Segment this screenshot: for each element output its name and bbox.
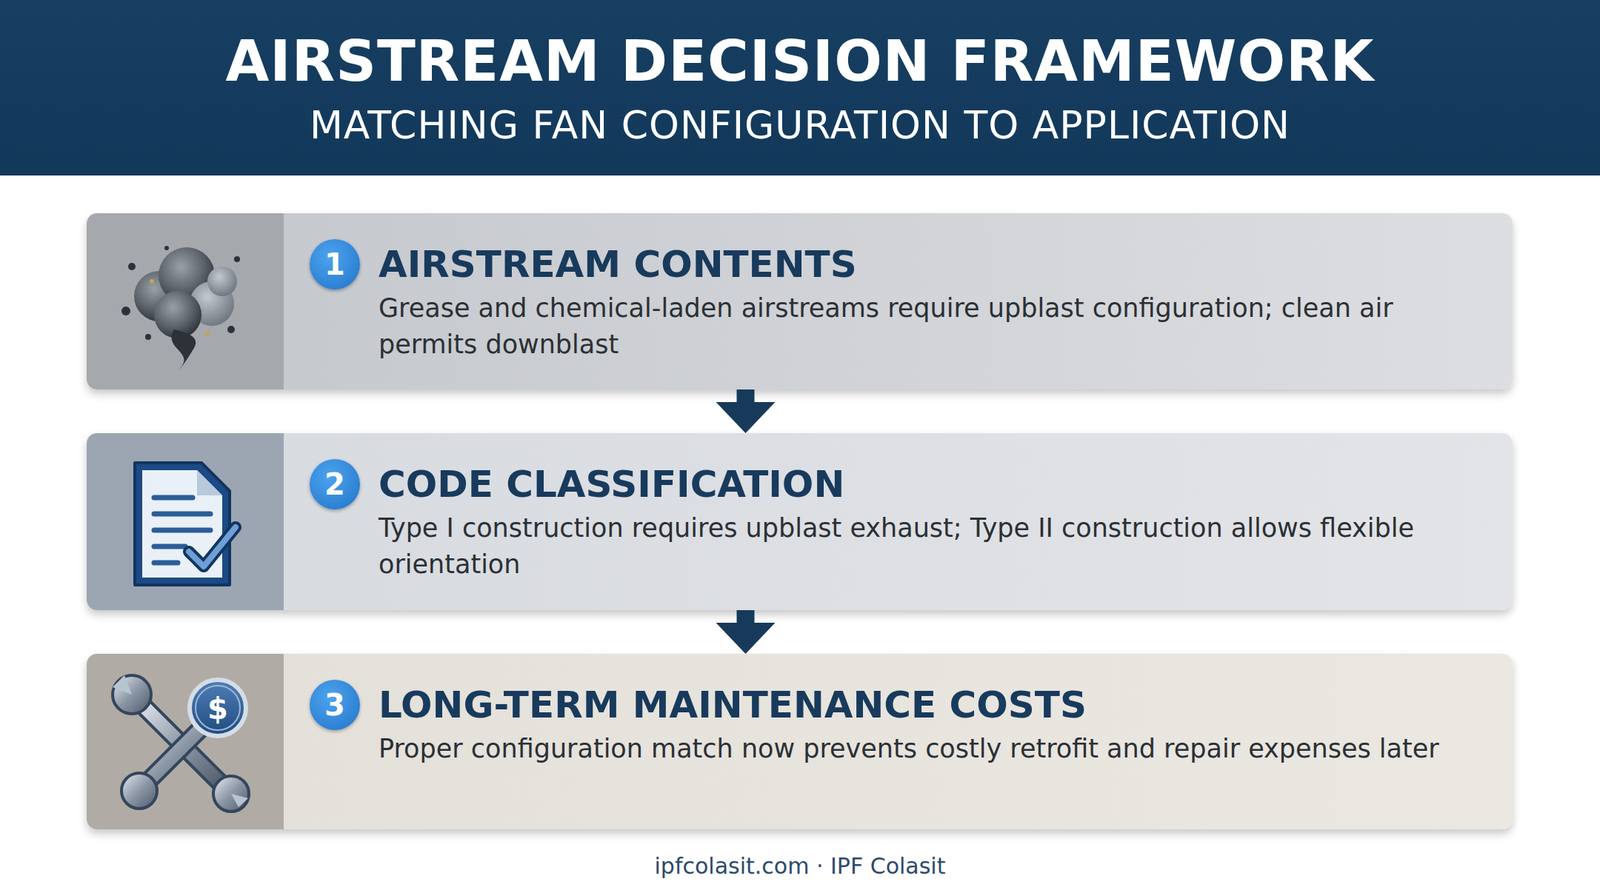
step-description: Grease and chemical-laden airstreams req… xyxy=(378,290,1468,363)
title: AIRSTREAM DECISION FRAMEWORK xyxy=(0,28,1600,95)
step-number-circle: 1 xyxy=(309,239,360,290)
subtitle: MATCHING FAN CONFIGURATION TO APPLICATIO… xyxy=(0,102,1600,149)
dollar-symbol: $ xyxy=(204,691,232,727)
arrow-head xyxy=(716,622,776,655)
step-heading: CODE CLASSIFICATION xyxy=(378,462,845,506)
step-description: Type I construction requires upblast exh… xyxy=(378,510,1468,583)
step-card: LONG-TERM MAINTENANCE COSTS Proper config… xyxy=(86,654,1513,830)
step-number: 2 xyxy=(324,467,346,502)
arrow-head xyxy=(716,402,776,434)
document-icon xyxy=(134,462,236,586)
step-card: AIRSTREAM CONTENTSGrease and chemical-la… xyxy=(86,213,1513,390)
footer-credit: ipfcolasit.com · IPF Colasit xyxy=(0,853,1600,880)
step-number: 3 xyxy=(324,688,346,723)
arrow-shaft xyxy=(737,610,755,625)
step-heading: AIRSTREAM CONTENTS xyxy=(378,242,858,286)
arrow-shaft xyxy=(737,389,755,404)
step-description: Proper configuration match now prevents … xyxy=(378,731,1468,768)
step-number-circle: 3 xyxy=(309,680,360,731)
step-card: CODE CLASSIFICATIONType I construction r… xyxy=(86,433,1513,611)
step-number: 1 xyxy=(324,247,346,282)
flow-arrow xyxy=(716,389,776,434)
step-number-circle: 2 xyxy=(309,459,360,510)
step-heading: LONG-TERM MAINTENANCE COSTS xyxy=(378,683,1087,727)
flow-arrow xyxy=(716,610,776,655)
